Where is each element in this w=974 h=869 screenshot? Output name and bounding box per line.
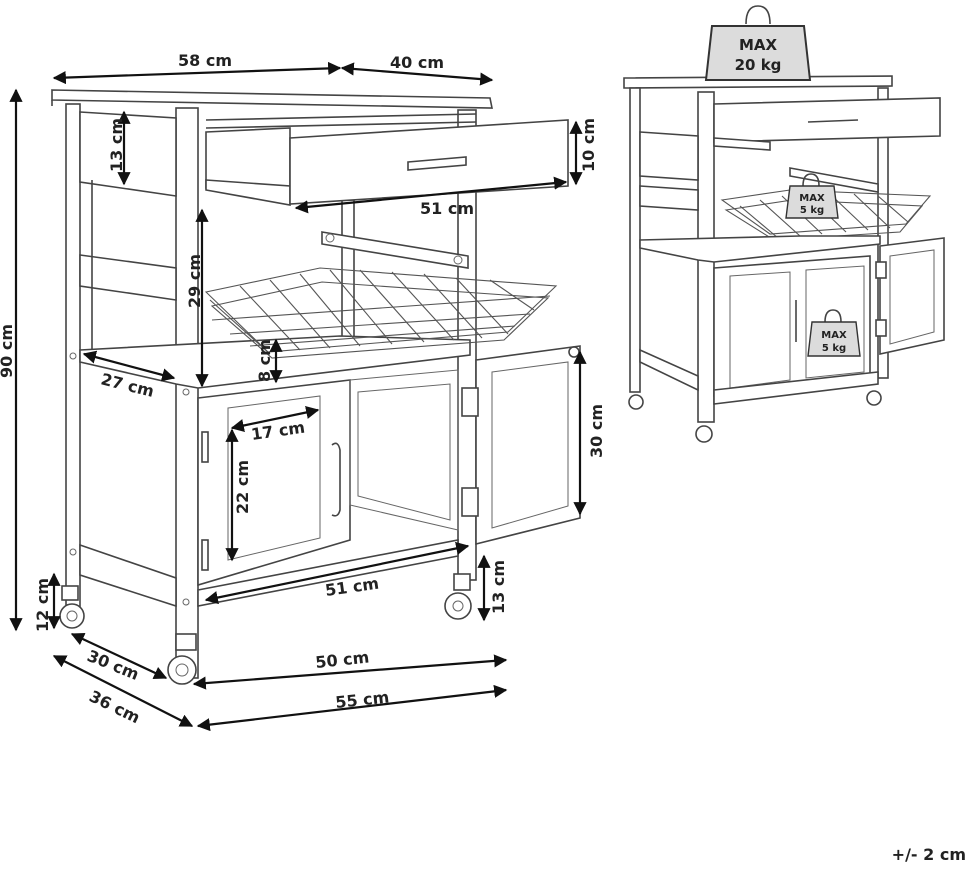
label-total-depth: 36 cm — [86, 687, 143, 728]
top-max-label: MAX — [739, 36, 778, 54]
tolerance-note: +/- 2 cm — [892, 845, 966, 864]
label-wheel-height: 13 cm — [489, 560, 508, 614]
shelf-max-weight-icon: MAX 5 kg — [807, 309, 861, 357]
basket-max-label: MAX — [799, 193, 825, 204]
top-max-value: 20 kg — [735, 56, 782, 74]
top-max-weight-icon: MAX 20 kg — [704, 5, 812, 81]
label-door-height: 30 cm — [587, 404, 606, 458]
basket-max-weight-icon: MAX 5 kg — [785, 173, 839, 219]
label-base-width: 50 cm — [314, 647, 370, 672]
dimension-lines — [9, 61, 587, 732]
basket-max-value: 5 kg — [800, 205, 824, 216]
label-top-width: 58 cm — [178, 51, 232, 70]
label-cabinet-inner-height: 22 cm — [233, 460, 252, 514]
label-basket-height: 29 cm — [185, 254, 204, 308]
shelf-max-label: MAX — [821, 330, 847, 341]
label-drawer-width: 51 cm — [420, 199, 474, 218]
label-total-height: 90 cm — [0, 324, 16, 378]
label-top-depth: 40 cm — [390, 53, 444, 72]
label-leg-height: 12 cm — [33, 578, 52, 632]
label-base-depth: 30 cm — [85, 646, 142, 684]
shelf-max-value: 5 kg — [822, 343, 846, 354]
label-total-width: 55 cm — [334, 687, 390, 712]
caster-wheel — [444, 573, 472, 620]
caster-wheel — [167, 633, 197, 685]
label-drawer-front-height: 13 cm — [107, 118, 126, 172]
label-shelf-gap: 8 cm — [255, 339, 274, 382]
trolley-load-drawing — [623, 75, 945, 443]
label-drawer-height: 10 cm — [579, 118, 598, 172]
